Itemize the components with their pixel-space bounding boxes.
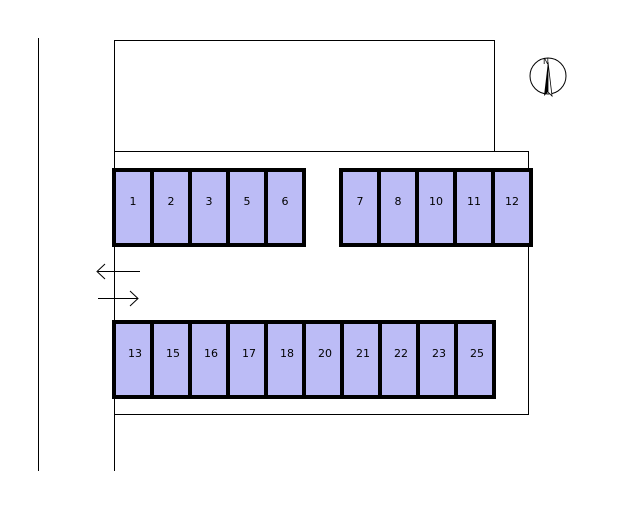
parking-space-number: 1 <box>130 195 137 208</box>
parking-space-number: 13 <box>128 347 142 360</box>
parking-space <box>491 168 533 247</box>
parking-space-number: 20 <box>318 347 332 360</box>
parking-space <box>377 168 419 247</box>
parking-space-number: 12 <box>505 195 519 208</box>
north-arrow-icon: N <box>529 57 567 98</box>
parking-space-number: 6 <box>282 195 289 208</box>
parking-space <box>264 320 306 399</box>
compass-label: N <box>543 57 549 66</box>
parking-space <box>112 320 154 399</box>
parking-space-number: 8 <box>395 195 402 208</box>
lot-boundary <box>114 151 529 415</box>
building-outline <box>114 40 495 151</box>
parking-row-top-left: 1 2 3 5 6 <box>112 168 306 247</box>
parking-space-number: 15 <box>166 347 180 360</box>
parking-space-number: 17 <box>242 347 256 360</box>
parking-space-number: 7 <box>357 195 364 208</box>
parking-space-number: 3 <box>206 195 213 208</box>
parking-space-number: 11 <box>467 195 481 208</box>
parking-space <box>302 320 344 399</box>
parking-space-number: 18 <box>280 347 294 360</box>
arrow-right-icon <box>98 290 139 307</box>
parking-row-bottom: 13 15 16 17 18 20 21 22 23 25 <box>112 320 496 399</box>
parking-space-number: 10 <box>429 195 443 208</box>
parking-space <box>339 168 381 247</box>
parking-space <box>415 168 457 247</box>
parking-space-number: 5 <box>244 195 251 208</box>
parking-space <box>188 168 230 247</box>
parking-space <box>416 320 458 399</box>
parking-space-number: 25 <box>470 347 484 360</box>
parking-space-number: 22 <box>394 347 408 360</box>
parking-space-number: 23 <box>432 347 446 360</box>
parking-space-number: 16 <box>204 347 218 360</box>
parking-space <box>264 168 306 247</box>
parking-space-number: 2 <box>168 195 175 208</box>
parking-space <box>454 320 496 399</box>
arrow-left-icon <box>96 263 140 280</box>
parking-space <box>150 168 192 247</box>
parking-row-top-right: 7 8 10 11 12 <box>339 168 533 247</box>
parking-space-number: 21 <box>356 347 370 360</box>
